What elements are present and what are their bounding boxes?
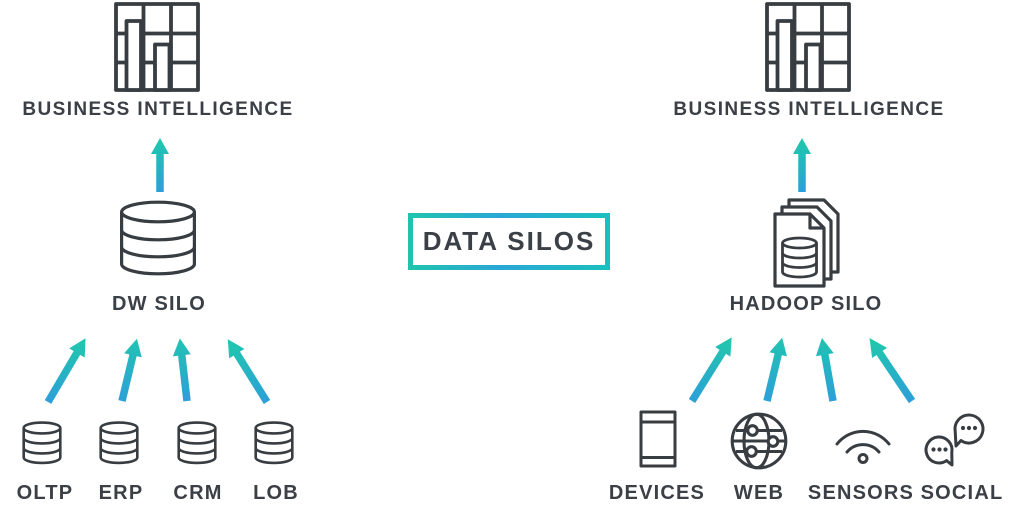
arrow-up-icon	[44, 338, 86, 404]
arrow-up-icon	[763, 337, 787, 402]
documents-database-icon	[763, 196, 851, 290]
source-label: SENSORS	[807, 482, 915, 504]
database-cylinder-icon	[119, 200, 197, 278]
database-icon	[22, 421, 62, 465]
source-label: WEB	[733, 482, 785, 504]
wifi-icon	[832, 423, 894, 465]
data-silos-title: DATA SILOS	[422, 226, 596, 256]
source-label: ERP	[98, 482, 144, 504]
arrow-up-icon	[151, 138, 169, 192]
bar-chart-dashboard-icon	[765, 2, 851, 92]
arrow-up-icon	[118, 338, 142, 402]
globe-icon	[729, 411, 789, 471]
database-icon	[99, 421, 139, 465]
data-silos-title-box-inner: DATA SILOS	[413, 218, 605, 265]
right-bi-label: BUSINESS INTELLIGENCE	[673, 99, 945, 120]
source-label: CRM	[173, 482, 223, 504]
source-label: SOCIAL	[920, 482, 1004, 504]
smartphone-icon	[639, 410, 677, 468]
arrow-up-icon	[869, 337, 916, 404]
database-icon	[177, 421, 217, 465]
source-label: OLTP	[16, 482, 74, 504]
data-silos-title-box: DATA SILOS	[408, 213, 610, 270]
arrow-up-icon	[793, 138, 811, 192]
database-icon	[254, 421, 294, 465]
arrow-up-icon	[815, 337, 837, 402]
left-bi-label: BUSINESS INTELLIGENCE	[22, 99, 294, 120]
arrow-up-icon	[688, 337, 732, 403]
chat-bubbles-icon	[922, 410, 990, 472]
arrow-up-icon	[172, 338, 191, 402]
arrow-up-icon	[227, 339, 271, 404]
right-silo-label: HADOOP SILO	[729, 293, 883, 315]
source-label: DEVICES	[608, 482, 706, 504]
left-silo-label: DW SILO	[112, 293, 206, 315]
source-label: LOB	[253, 482, 299, 504]
bar-chart-dashboard-icon	[114, 2, 200, 92]
